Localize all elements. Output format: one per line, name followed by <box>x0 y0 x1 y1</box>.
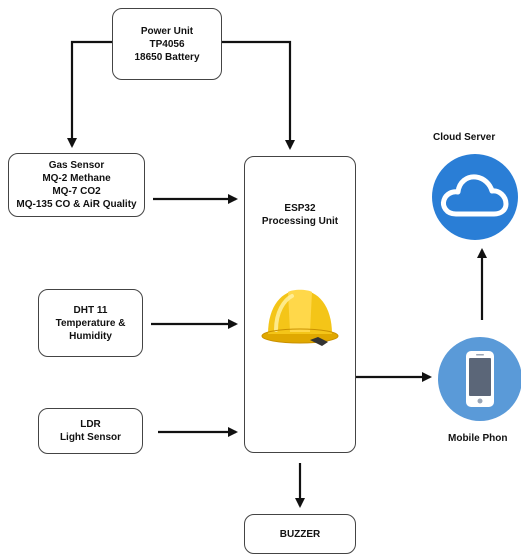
power-unit-title: Power Unit <box>140 25 194 37</box>
dht-sensor-title: DHT 11 <box>73 304 108 316</box>
gas-sensor-mq2: MQ-2 Methane <box>42 173 111 184</box>
mobile-phone-node <box>438 337 521 421</box>
gas-sensor-mq7: MQ-7 CO2 <box>52 186 101 197</box>
power-unit-battery: 18650 Battery <box>134 51 200 63</box>
cloud-server-node <box>432 154 518 240</box>
gas-sensor-title: Gas Sensor <box>48 160 105 171</box>
dht-sensor-line-2: Temperature & <box>55 317 126 329</box>
ldr-sensor-box: LDR Light Sensor <box>38 408 143 454</box>
esp32-processing-box: ESP32 Processing Unit <box>244 156 356 453</box>
dht-sensor-box: DHT 11 Temperature & Humidity <box>38 289 143 357</box>
cloud-icon <box>441 174 509 217</box>
safety-helmet-icon <box>261 289 339 346</box>
power-unit-charger: TP4056 <box>149 38 185 50</box>
smartphone-icon <box>466 351 494 407</box>
gas-sensor-mq135: MQ-135 CO & AiR Quality <box>16 199 137 210</box>
esp32-title: ESP32 <box>284 203 316 214</box>
cloud-server-label: Cloud Server <box>433 132 496 143</box>
dht-sensor-line-3: Humidity <box>69 330 112 342</box>
ldr-sensor-subtitle: Light Sensor <box>59 432 122 443</box>
buzzer-label: BUZZER <box>279 528 321 540</box>
arrow-power-to-esp32 <box>222 40 295 150</box>
mobile-phone-label: Mobile Phon <box>448 433 508 444</box>
power-unit-box: Power Unit TP4056 18650 Battery <box>112 8 222 80</box>
buzzer-box: BUZZER <box>244 514 356 554</box>
arrow-power-to-gas-sensor <box>67 40 112 148</box>
gas-sensor-box: Gas Sensor MQ-2 Methane MQ-7 CO2 MQ-135 … <box>8 153 145 217</box>
esp32-subtitle: Processing Unit <box>261 216 339 227</box>
ldr-sensor-title: LDR <box>80 419 101 430</box>
